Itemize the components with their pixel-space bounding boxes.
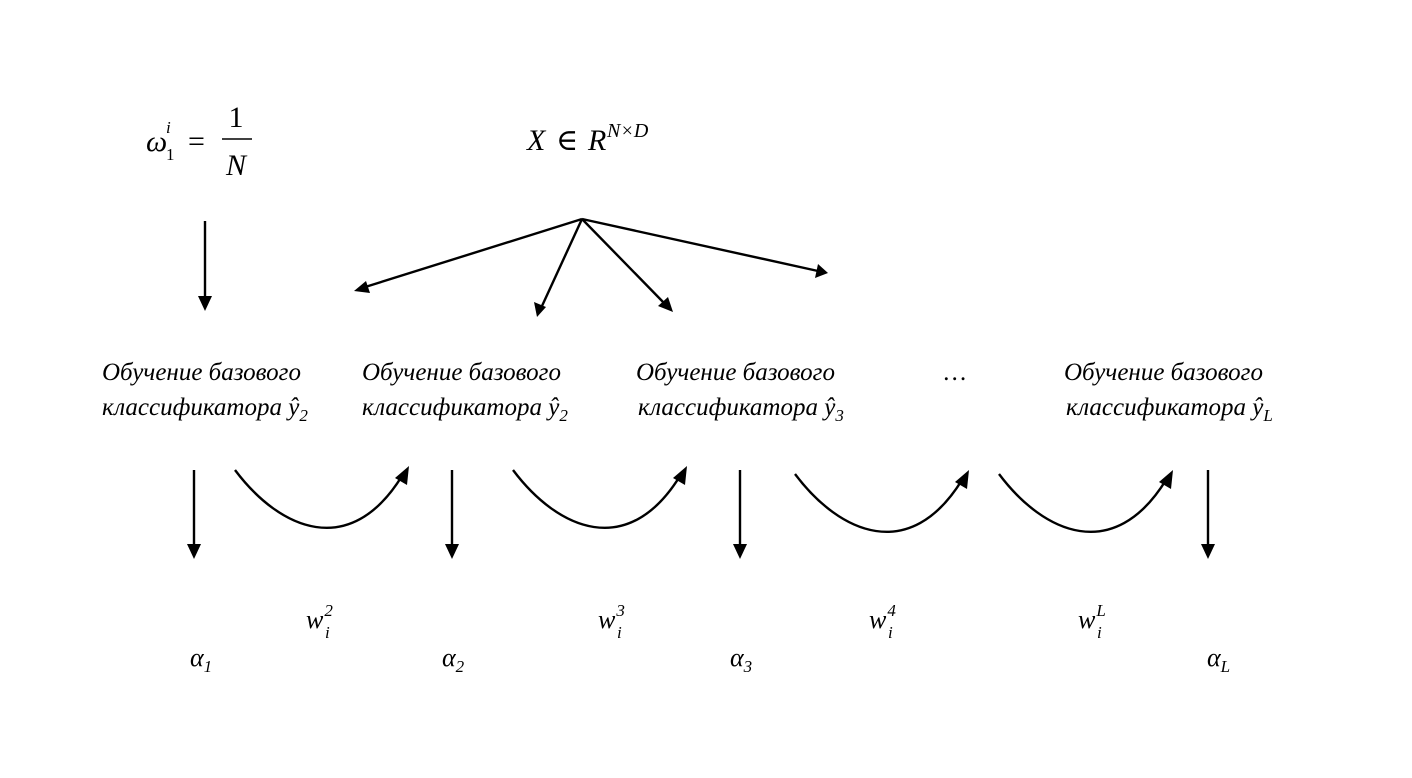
fraction-numerator: 1 xyxy=(229,101,244,134)
alpha-label-1: α1 xyxy=(190,643,212,676)
block-2-line2: классификатора ŷ2 xyxy=(362,394,568,425)
init-weight-arrow xyxy=(198,221,212,311)
element-of-sign: ∈ xyxy=(556,124,578,157)
weight-label-3-sub: i xyxy=(617,623,622,642)
training-block-2: Обучение базового классификатора ŷ2 xyxy=(362,359,568,425)
data-fan-arrows xyxy=(354,217,828,317)
alpha-label-L: αL xyxy=(1207,643,1230,676)
input-variable: X xyxy=(526,124,547,157)
block-L-line1: Обучение базового xyxy=(1064,359,1263,386)
weight-label-L-sub: i xyxy=(1097,623,1102,642)
alpha-arrows xyxy=(187,470,1215,559)
weight-label-2-sub: i xyxy=(325,623,330,642)
block-2-line1: Обучение базового xyxy=(362,359,561,386)
initial-weight-formula: ω i 1 = 1 N xyxy=(146,101,252,182)
block-1-line1: Обучение базового xyxy=(102,359,301,386)
omega-subscript: 1 xyxy=(166,145,175,164)
alpha-labels: α1 α2 α3 αL xyxy=(190,643,1230,676)
weight-label-3: w3 xyxy=(598,601,625,634)
ellipsis: … xyxy=(944,359,966,386)
real-space: R xyxy=(587,124,606,157)
block-1-line2: классификатора ŷ2 xyxy=(102,394,308,425)
weight-transfer-arrows xyxy=(234,466,1173,534)
block-3-line1: Обучение базового xyxy=(636,359,835,386)
block-L-line2: классификатора ŷL xyxy=(1066,394,1273,425)
alpha-label-3: α3 xyxy=(730,643,752,676)
space-dimension: N×D xyxy=(606,120,649,142)
training-block-3: Обучение базового классификатора ŷ3 xyxy=(636,359,844,425)
weight-label-L: wL xyxy=(1078,601,1106,634)
block-3-line2: классификатора ŷ3 xyxy=(638,394,844,425)
input-data-formula: X ∈ R N×D xyxy=(526,120,649,157)
weight-label-2: w2 xyxy=(306,601,333,634)
omega-symbol: ω xyxy=(146,125,167,158)
fraction-denominator: N xyxy=(225,149,248,182)
alpha-label-2: α2 xyxy=(442,643,465,676)
omega-superscript: i xyxy=(166,118,171,137)
weight-label-4-sub: i xyxy=(888,623,893,642)
weight-label-4: w4 xyxy=(869,601,896,634)
weight-labels: w2 i w3 i w4 i wL i xyxy=(306,601,1106,642)
training-block-L: Обучение базового классификатора ŷL xyxy=(1064,359,1273,425)
equals-sign: = xyxy=(188,125,205,158)
training-block-1: Обучение базового классификатора ŷ2 xyxy=(102,359,308,425)
